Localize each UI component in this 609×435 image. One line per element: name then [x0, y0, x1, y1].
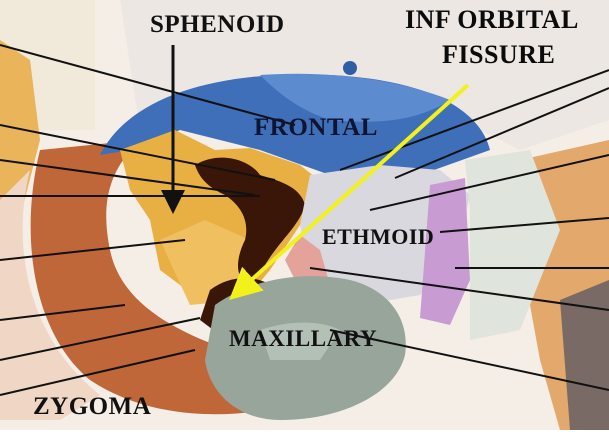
- label-sphenoid: SPHENOID: [150, 11, 285, 39]
- label-frontal: FRONTAL: [254, 114, 378, 142]
- label-inf-orbital-line1: INF ORBITAL: [405, 5, 579, 35]
- label-ethmoid: ETHMOID: [322, 224, 434, 250]
- label-maxillary: MAXILLARY: [229, 326, 377, 352]
- frontal-process: [343, 61, 357, 75]
- label-inf-orbital-line2: FISSURE: [442, 40, 555, 70]
- label-zygoma: ZYGOMA: [33, 393, 151, 421]
